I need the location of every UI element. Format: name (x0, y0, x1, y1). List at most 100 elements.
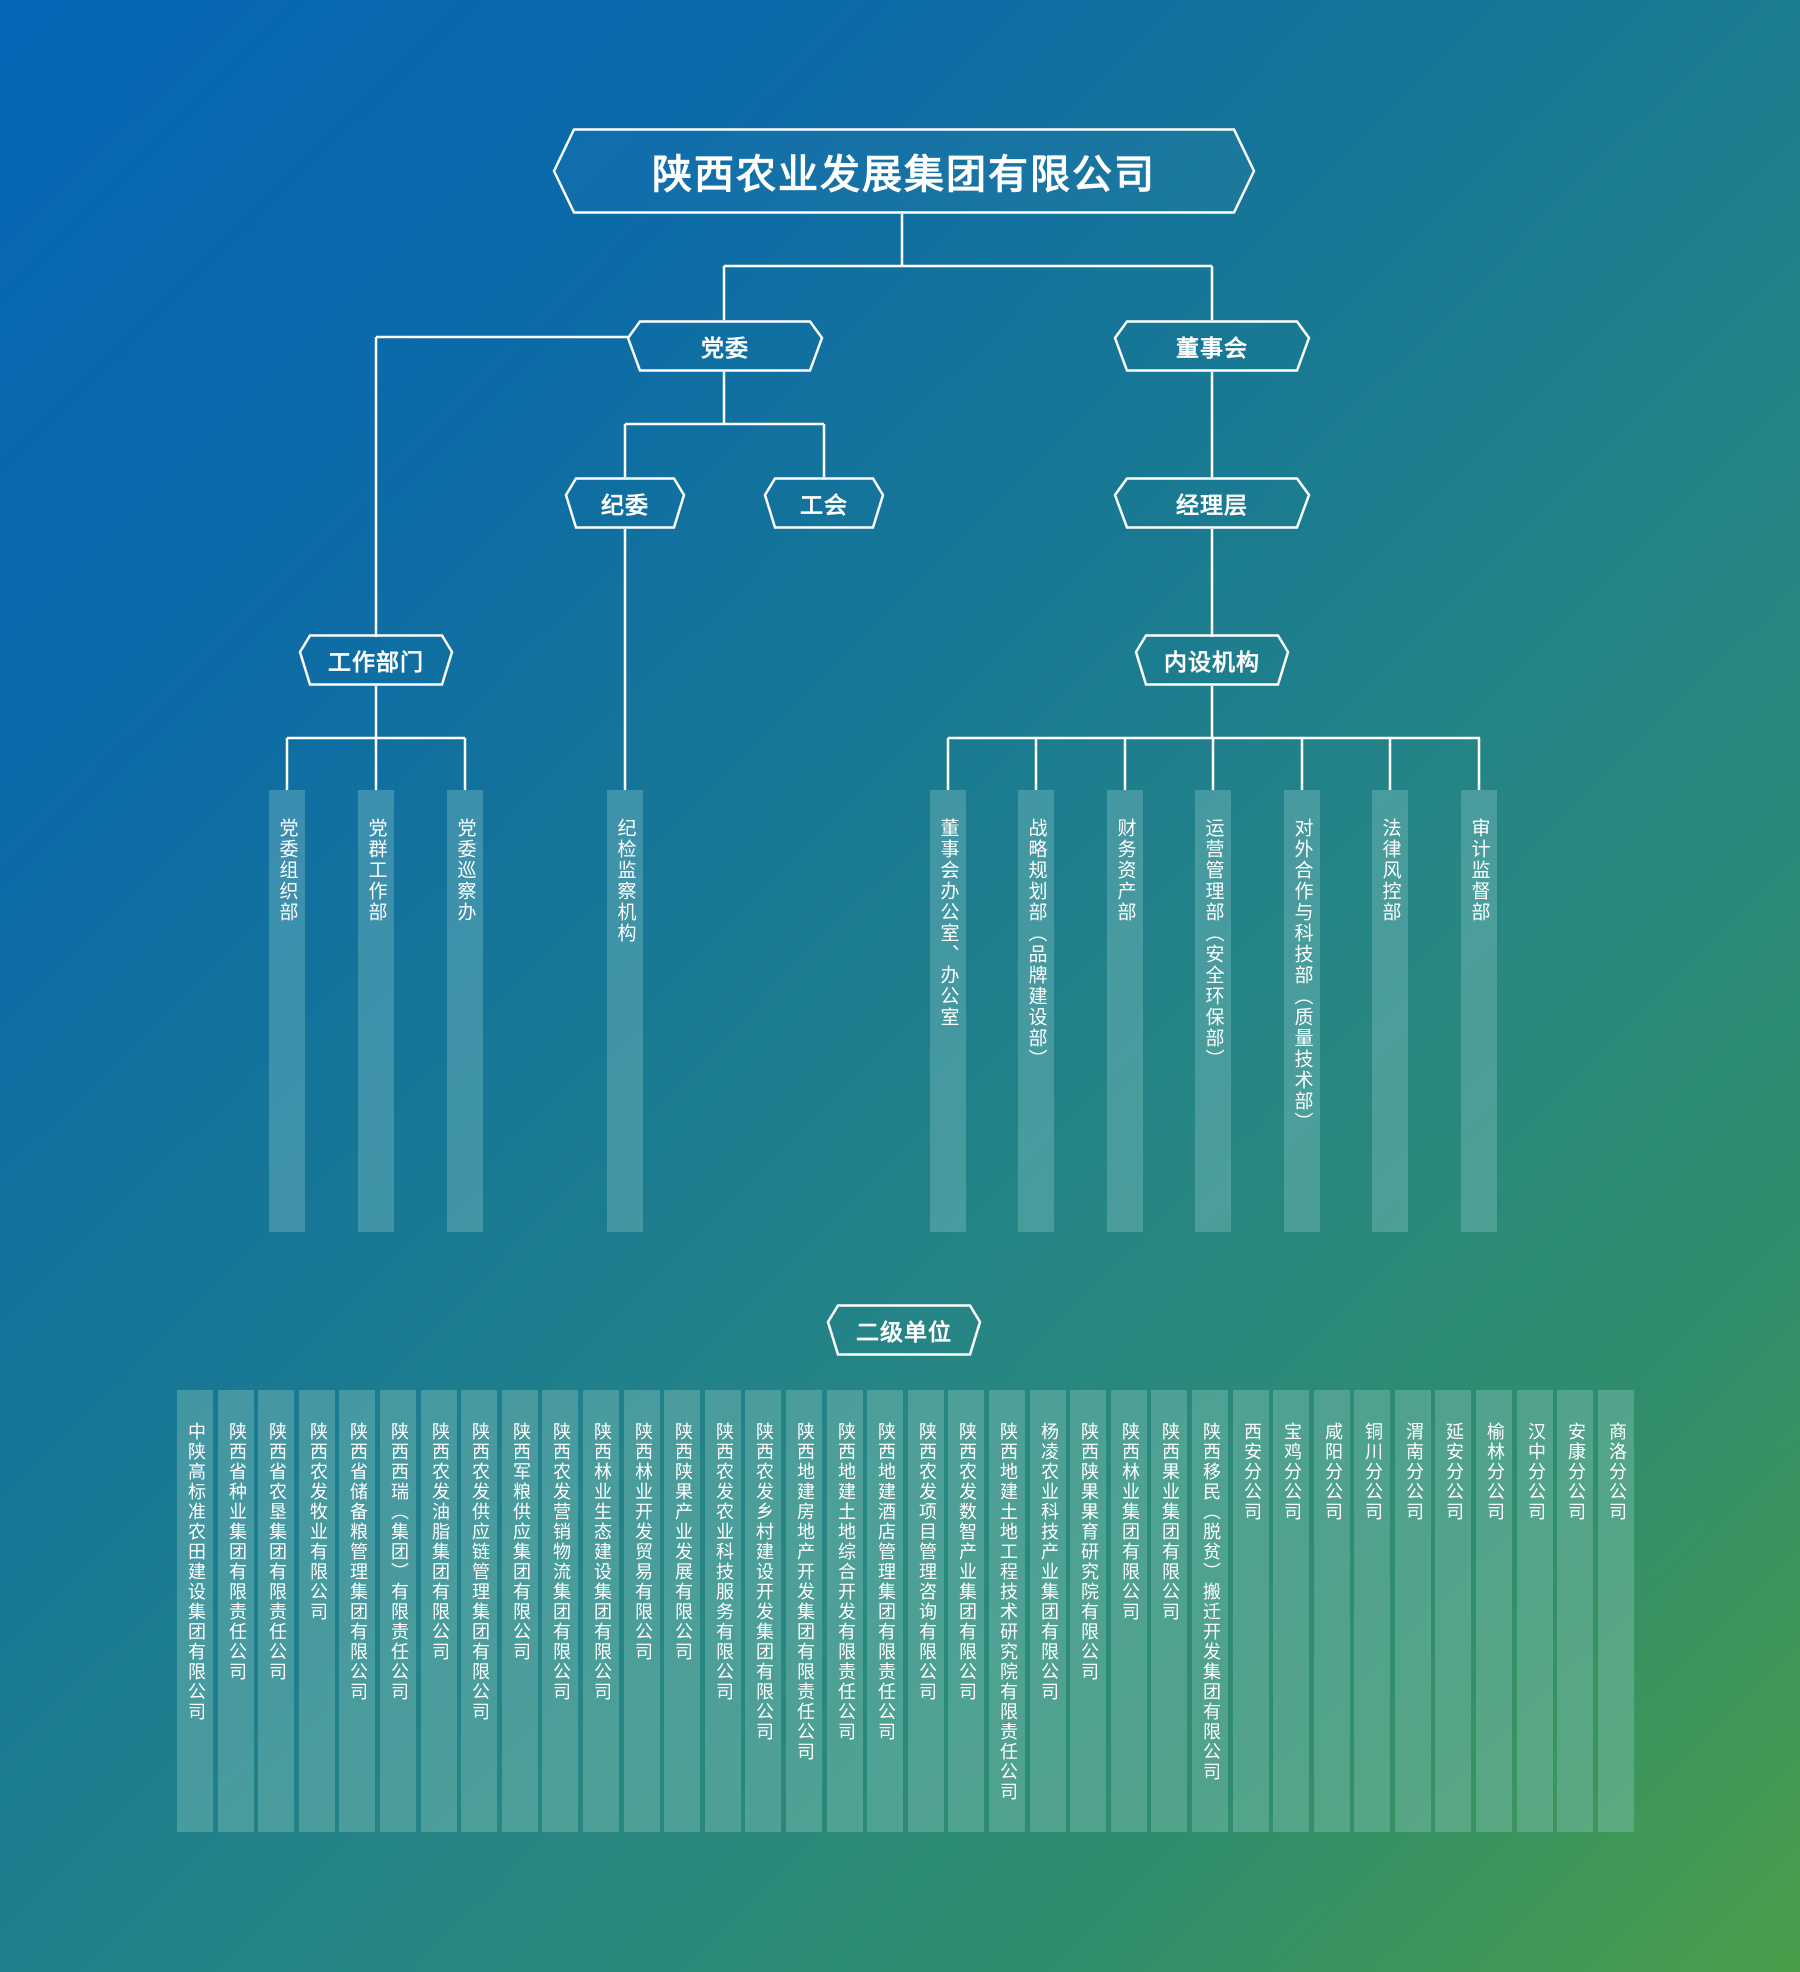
internal-institution-label: 财务资产部 (1114, 818, 1137, 923)
discipline-committee-label: 纪委 (601, 493, 649, 519)
secondary-unit: 陕西陕果产业发展有限公司 (664, 1390, 700, 1832)
secondary-unit: 陕西林业开发贸易有限公司 (624, 1390, 660, 1832)
hexagon-frame-icon (298, 634, 454, 686)
secondary-unit: 陕西农发项目管理咨询有限公司 (908, 1390, 944, 1832)
secondary-unit-label: 陕西地建土地工程技术研究院有限责任公司 (997, 1422, 1018, 1802)
internal-institution-bar: 董事会办公室、办公室 (930, 790, 966, 1232)
secondary-unit-label: 陕西果业集团有限公司 (1159, 1422, 1180, 1622)
secondary-unit-label: 陕西农发牧业有限公司 (307, 1422, 328, 1622)
work-departments-node: 工作部门 (298, 634, 454, 686)
labor-union-node: 工会 (763, 477, 885, 529)
secondary-unit-label: 陕西陕果果育研究院有限公司 (1078, 1422, 1099, 1682)
secondary-unit: 陕西林业集团有限公司 (1111, 1390, 1147, 1832)
internal-institution-label: 法律风控部 (1379, 818, 1402, 923)
discipline-inspection-bar: 纪检监察机构 (607, 790, 643, 1232)
secondary-unit-label: 陕西陕果产业发展有限公司 (672, 1422, 693, 1662)
secondary-unit: 陕西省储备粮管理集团有限公司 (339, 1390, 375, 1832)
work-department-bar: 党委组织部 (269, 790, 305, 1232)
secondary-unit: 汉中分公司 (1517, 1390, 1553, 1832)
secondary-unit: 陕西地建酒店管理集团有限责任公司 (867, 1390, 903, 1832)
internal-institution-bar: 法律风控部 (1372, 790, 1408, 1232)
secondary-unit-label: 陕西移民（脱贫）搬迁开发集团有限公司 (1200, 1422, 1221, 1782)
secondary-unit: 陕西农发牧业有限公司 (299, 1390, 335, 1832)
secondary-unit: 陕西移民（脱贫）搬迁开发集团有限公司 (1192, 1390, 1228, 1832)
secondary-unit: 陕西陕果果育研究院有限公司 (1070, 1390, 1106, 1832)
secondary-unit-label: 汉中分公司 (1525, 1422, 1546, 1522)
secondary-unit-label: 陕西农发营销物流集团有限公司 (550, 1422, 571, 1702)
secondary-unit: 咸阳分公司 (1314, 1390, 1350, 1832)
secondary-unit: 西安分公司 (1233, 1390, 1269, 1832)
secondary-unit: 陕西林业生态建设集团有限公司 (583, 1390, 619, 1832)
secondary-unit: 陕西军粮供应集团有限公司 (502, 1390, 538, 1832)
secondary-unit-label: 商洛分公司 (1606, 1422, 1627, 1522)
secondary-unit-label: 陕西地建土地综合开发有限责任公司 (835, 1422, 856, 1742)
work-departments-label: 工作部门 (328, 650, 424, 676)
discipline-committee-node: 纪委 (564, 477, 686, 529)
discipline-inspection-label: 纪检监察机构 (614, 818, 637, 944)
internal-institutions-node: 内设机构 (1134, 634, 1290, 686)
secondary-unit-label: 陕西省农垦集团有限责任公司 (266, 1422, 287, 1682)
secondary-unit: 陕西农发供应链管理集团有限公司 (461, 1390, 497, 1832)
secondary-unit-label: 渭南分公司 (1403, 1422, 1424, 1522)
hexagon-frame-icon (826, 1304, 982, 1356)
board-node: 董事会 (1113, 320, 1311, 372)
secondary-unit: 陕西省种业集团有限责任公司 (218, 1390, 254, 1832)
hexagon-frame-icon (1113, 477, 1311, 529)
internal-institution-bar: 战略规划部（品牌建设部） (1018, 790, 1054, 1232)
work-department-label: 党群工作部 (365, 818, 388, 923)
secondary-unit: 中陕高标准农田建设集团有限公司 (177, 1390, 213, 1832)
work-department-label: 党委组织部 (276, 818, 299, 923)
internal-institution-label: 董事会办公室、办公室 (937, 818, 960, 1028)
secondary-unit-label: 安康分公司 (1565, 1422, 1586, 1522)
hexagon-frame-icon (552, 128, 1256, 214)
root-company-label: 陕西农业发展集团有限公司 (652, 151, 1156, 198)
secondary-unit: 陕西地建土地工程技术研究院有限责任公司 (989, 1390, 1025, 1832)
internal-institution-bar: 审计监督部 (1461, 790, 1497, 1232)
work-department-bar: 党群工作部 (358, 790, 394, 1232)
secondary-unit-label: 宝鸡分公司 (1281, 1422, 1302, 1522)
hexagon-frame-icon (564, 477, 686, 529)
internal-institution-label: 审计监督部 (1468, 818, 1491, 923)
secondary-unit: 榆林分公司 (1476, 1390, 1512, 1832)
secondary-unit: 陕西地建土地综合开发有限责任公司 (827, 1390, 863, 1832)
secondary-unit-label: 榆林分公司 (1484, 1422, 1505, 1522)
secondary-unit: 安康分公司 (1557, 1390, 1593, 1832)
secondary-unit-label: 陕西农发项目管理咨询有限公司 (916, 1422, 937, 1702)
secondary-unit-label: 陕西农发油脂集团有限公司 (429, 1422, 450, 1662)
internal-institution-label: 运营管理部（安全环保部） (1202, 818, 1225, 1070)
party-committee-label: 党委 (701, 336, 749, 362)
secondary-unit: 商洛分公司 (1598, 1390, 1634, 1832)
board-label: 董事会 (1176, 336, 1248, 362)
internal-institution-label: 战略规划部（品牌建设部） (1025, 818, 1048, 1070)
work-department-bar: 党委巡察办 (447, 790, 483, 1232)
labor-union-label: 工会 (800, 493, 848, 519)
secondary-unit-label: 陕西军粮供应集团有限公司 (510, 1422, 531, 1662)
secondary-unit-label: 中陕高标准农田建设集团有限公司 (185, 1422, 206, 1722)
secondary-units-label: 二级单位 (856, 1320, 952, 1346)
work-department-label: 党委巡察办 (454, 818, 477, 923)
secondary-unit: 渭南分公司 (1395, 1390, 1431, 1832)
root-company-node: 陕西农业发展集团有限公司 (552, 128, 1256, 214)
internal-institution-bar: 对外合作与科技部（质量技术部） (1284, 790, 1320, 1232)
secondary-unit: 陕西农发数智产业集团有限公司 (948, 1390, 984, 1832)
secondary-unit: 铜川分公司 (1354, 1390, 1390, 1832)
hexagon-frame-icon (1113, 320, 1311, 372)
secondary-unit-label: 西安分公司 (1241, 1422, 1262, 1522)
secondary-unit-label: 陕西林业开发贸易有限公司 (632, 1422, 653, 1662)
secondary-unit-label: 杨凌农业科技产业集团有限公司 (1038, 1422, 1059, 1702)
secondary-unit: 延安分公司 (1435, 1390, 1471, 1832)
secondary-unit: 陕西西瑞（集团）有限责任公司 (380, 1390, 416, 1832)
secondary-unit-label: 陕西农发供应链管理集团有限公司 (469, 1422, 490, 1722)
secondary-unit-label: 陕西地建房地产开发集团有限责任公司 (794, 1422, 815, 1762)
secondary-units-node: 二级单位 (826, 1304, 982, 1356)
secondary-unit-label: 陕西省储备粮管理集团有限公司 (347, 1422, 368, 1702)
secondary-unit: 陕西农发油脂集团有限公司 (421, 1390, 457, 1832)
secondary-unit-label: 陕西林业生态建设集团有限公司 (591, 1422, 612, 1702)
secondary-unit: 宝鸡分公司 (1273, 1390, 1309, 1832)
secondary-unit: 陕西农发农业科技服务有限公司 (705, 1390, 741, 1832)
secondary-unit: 陕西农发营销物流集团有限公司 (542, 1390, 578, 1832)
party-committee-node: 党委 (626, 320, 824, 372)
secondary-unit-label: 陕西农发农业科技服务有限公司 (713, 1422, 734, 1702)
secondary-unit-label: 陕西省种业集团有限责任公司 (226, 1422, 247, 1682)
secondary-unit: 陕西省农垦集团有限责任公司 (258, 1390, 294, 1832)
